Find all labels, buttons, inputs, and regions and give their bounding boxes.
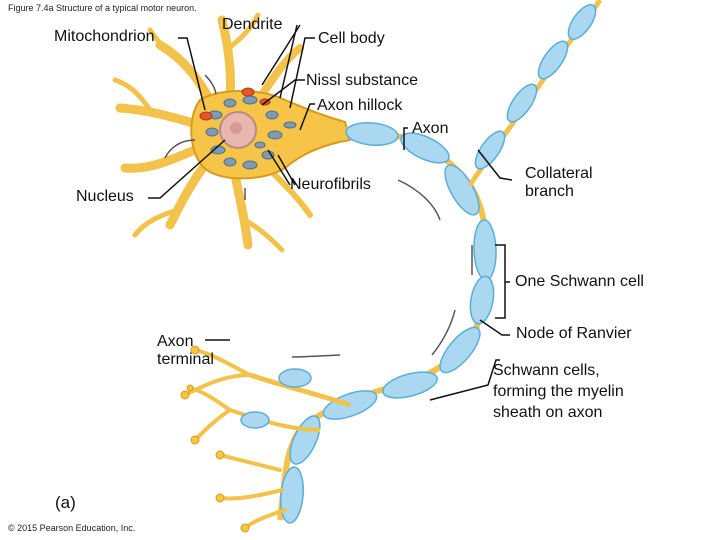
label-nissl-substance: Nissl substance — [306, 72, 419, 89]
label-mitochondrion: Mitochondrion — [54, 28, 155, 45]
label-dendrite: Dendrite — [222, 16, 283, 33]
label-axon-hillock: Axon hillock — [317, 97, 403, 114]
terminal-branch-core — [249, 372, 351, 408]
label-collateral-branch: Collateral branch — [525, 165, 593, 201]
label-neurofibrils: Neurofibrils — [290, 176, 371, 193]
synaptic-knobs — [180, 345, 250, 533]
leader-lines — [148, 24, 513, 401]
label-schwann-cells: Schwann cells, forming the myelin sheath… — [493, 362, 624, 421]
figure-caption: Figure 7.4a Structure of a typical motor… — [8, 3, 197, 13]
label-node-of-ranvier: Node of Ranvier — [516, 325, 632, 342]
myelin-sheath — [280, 122, 497, 524]
axon-terminals — [183, 348, 287, 530]
nucleolus — [230, 122, 242, 134]
label-axon-terminal: Axon terminal — [157, 333, 214, 369]
label-axon: Axon — [412, 120, 449, 137]
copyright-notice: © 2015 Pearson Education, Inc. — [8, 523, 136, 533]
label-cell-body: Cell body — [318, 30, 385, 47]
collateral-myelin — [474, 4, 597, 170]
terminal-branch-core-2 — [229, 408, 321, 432]
label-one-schwann-cell: One Schwann cell — [515, 273, 644, 290]
terminal-branch-myelin — [278, 368, 312, 388]
panel-label: (a) — [55, 493, 76, 512]
terminal-branch-myelin-2 — [240, 411, 270, 429]
label-nucleus: Nucleus — [76, 188, 134, 205]
nissl-substance-granules — [205, 95, 297, 170]
impulse-direction-arrows — [164, 74, 473, 358]
